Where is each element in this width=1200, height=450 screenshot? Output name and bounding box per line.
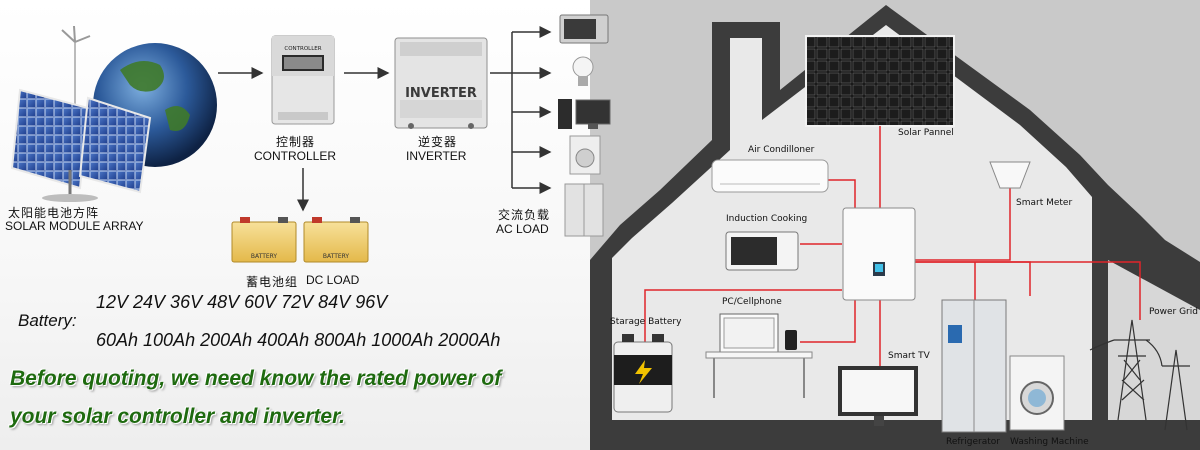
smart-meter-graphic — [989, 161, 1031, 189]
ac-load-label-en: AC LOAD — [496, 222, 549, 236]
smart-meter-label: Smart Meter — [1016, 198, 1073, 208]
refrigerator-label: Refrigerator — [946, 437, 1000, 447]
inverter-label-en: INVERTER — [406, 149, 467, 163]
microwave-graphic — [559, 14, 609, 44]
solar-module-label-cn: 太阳能电池方阵 — [8, 206, 100, 220]
pc-cellphone-label: PC/Cellphone — [722, 297, 782, 307]
controller-label-en: CONTROLLER — [254, 149, 337, 163]
storage-battery-label: Starage Battery — [610, 317, 682, 327]
controller-box-text: CONTROLLER — [284, 46, 321, 52]
controller-graphic — [271, 35, 335, 125]
hybrid-inverter-graphic — [842, 207, 916, 301]
air-conditioner-graphic — [711, 159, 829, 193]
battery-label-cn: 蓄电池组 — [246, 275, 299, 289]
battery-capacities: 60Ah 100Ah 200Ah 400Ah 800Ah 1000Ah 2000… — [96, 330, 501, 350]
ground-right — [1108, 260, 1200, 420]
solar-module-array-graphic — [10, 25, 217, 202]
smart-tv-label: Smart TV — [888, 351, 930, 361]
refrigerator-graphic — [941, 299, 1007, 433]
induction-cooker-graphic — [725, 231, 799, 271]
battery-box-text-1: BATTERY — [251, 253, 278, 260]
notice-line-1: Before quoting, we need know the rated p… — [10, 367, 502, 390]
smart-tv-graphic — [838, 366, 918, 426]
battery-voltages: 12V 24V 36V 48V 60V 72V 84V 96V — [96, 292, 388, 312]
power-grid-label: Power Grid — [1149, 307, 1198, 317]
air-conditioner-label: Air Condilloner — [748, 145, 815, 155]
ac-load-label-cn: 交流负载 — [498, 208, 551, 222]
fridge-small-graphic — [564, 183, 604, 237]
inverter-graphic — [394, 37, 488, 129]
light-bulb-graphic — [572, 56, 594, 86]
power-grid-tower-graphic — [1089, 319, 1190, 431]
roof-solar-panel-graphic — [805, 35, 955, 210]
storage-battery-graphic — [613, 334, 673, 413]
inverter-label-cn: 逆变器 — [418, 135, 458, 149]
solar-panel-label: Solar Pannel — [898, 128, 954, 138]
pc-desk-graphic — [705, 313, 813, 398]
washing-machine-graphic — [1009, 355, 1065, 431]
solar-module-label-en: SOLAR MODULE ARRAY — [5, 219, 144, 233]
washing-machine-small-graphic — [569, 135, 601, 175]
battery-label-en: DC LOAD — [306, 273, 360, 287]
induction-cooking-label: Induction Cooking — [726, 214, 808, 224]
ac-load-branches — [490, 26, 552, 194]
wiring — [644, 179, 1141, 368]
notice-line-2: your solar controller and inverter. — [10, 405, 345, 428]
controller-label-cn: 控制器 — [276, 135, 316, 149]
desktop-computer-graphic — [558, 99, 611, 129]
battery-box-text-2: BATTERY — [323, 253, 350, 260]
battery-pack-graphic — [231, 217, 369, 263]
washing-machine-label: Washing Machine — [1010, 437, 1089, 447]
inverter-box-text: INVERTER — [405, 86, 477, 101]
battery-info-label: Battery: — [18, 311, 77, 330]
